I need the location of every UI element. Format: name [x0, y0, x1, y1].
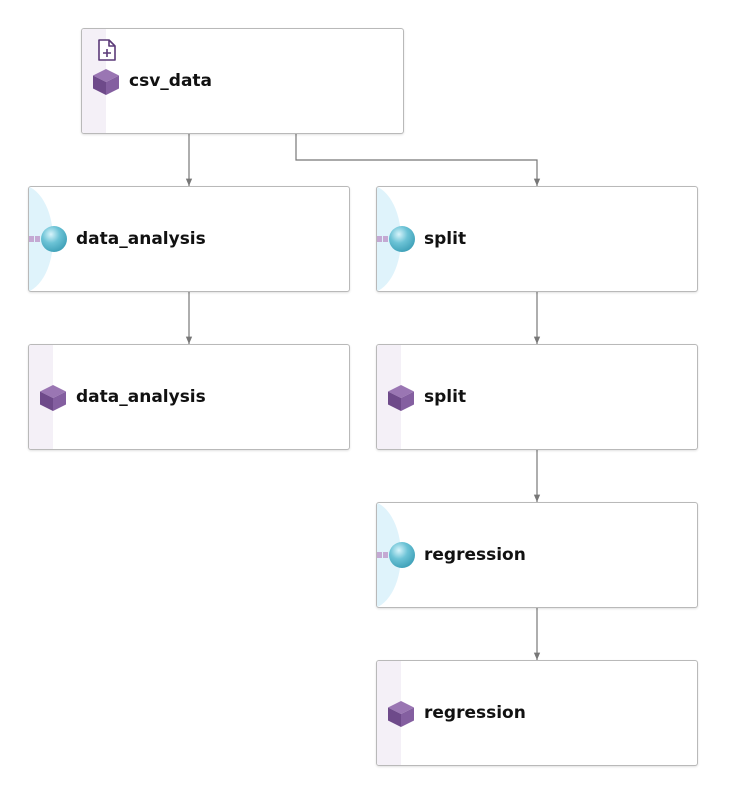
node-label: split [424, 229, 467, 249]
edge-csv_data_artifact-to-split_step [295, 134, 541, 186]
node-label: data_analysis [76, 387, 206, 407]
cube-icon [387, 700, 415, 728]
sphere-icon [377, 225, 420, 253]
node-regression-step[interactable]: regression [376, 502, 698, 608]
sphere-icon [29, 225, 72, 253]
node-label: split [424, 387, 467, 407]
node-split-step[interactable]: split [376, 186, 698, 292]
node-label: csv_data [129, 71, 213, 91]
node-label: regression [424, 703, 526, 723]
node-regression-artifact[interactable]: regression [376, 660, 698, 766]
cube-icon [92, 68, 120, 96]
node-data-analysis-step[interactable]: data_analysis [28, 186, 350, 292]
node-data-analysis-artifact[interactable]: data_analysis [28, 344, 350, 450]
node-label: data_analysis [76, 229, 206, 249]
node-label: regression [424, 545, 526, 565]
file-plus-icon [97, 39, 117, 61]
node-split-artifact[interactable]: split [376, 344, 698, 450]
sphere-icon [377, 541, 420, 569]
node-csv-data-artifact[interactable]: csv_data [81, 28, 404, 134]
cube-icon [387, 384, 415, 412]
cube-icon [39, 384, 67, 412]
